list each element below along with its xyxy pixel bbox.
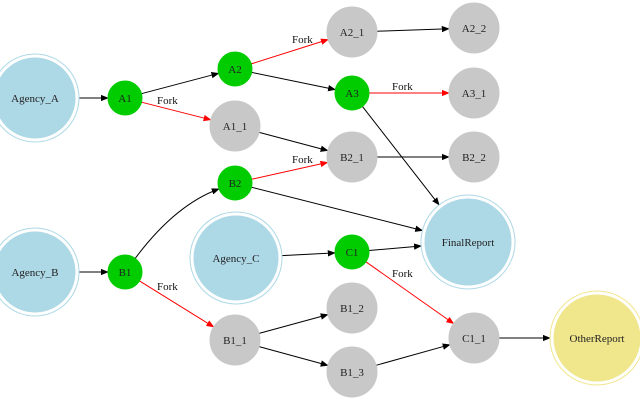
node-other-report[interactable]: OtherReport xyxy=(549,290,640,386)
node-circle xyxy=(217,165,253,201)
node-circle xyxy=(553,294,640,382)
node-circle xyxy=(209,100,261,152)
edge-label-b1-b1-1: Fork xyxy=(157,281,178,293)
node-circle xyxy=(448,312,500,364)
node-circle xyxy=(107,80,143,116)
node-b1-3[interactable]: B1_3 xyxy=(326,346,378,398)
node-a3-1[interactable]: A3_1 xyxy=(448,67,500,119)
node-a1-1[interactable]: A1_1 xyxy=(209,100,261,152)
edge-c1-to-final-report xyxy=(368,243,422,251)
node-ring xyxy=(0,53,80,143)
edge-b1-1-to-b1-3 xyxy=(258,346,329,367)
node-b1-2[interactable]: B1_2 xyxy=(326,282,378,334)
edge-label-a2-a2-1: Fork xyxy=(292,34,313,46)
node-label: OtherReport xyxy=(570,333,625,345)
edge-b1-1-to-b1-2 xyxy=(258,313,329,334)
node-label: B2 xyxy=(229,178,242,190)
node-circle xyxy=(334,75,370,111)
node-final-report[interactable]: FinalReport xyxy=(420,194,516,290)
node-c1-1[interactable]: C1_1 xyxy=(448,312,500,364)
node-agency-b[interactable]: Agency_B xyxy=(0,227,80,317)
node-label: A2_2 xyxy=(462,23,486,35)
node-circle xyxy=(334,234,370,270)
node-circle xyxy=(217,51,253,87)
edge-b2-to-final-report xyxy=(251,186,424,232)
node-circle xyxy=(209,314,261,366)
node-label: B1 xyxy=(119,267,132,279)
edge-a3-to-final-report xyxy=(362,106,440,206)
node-agency-c[interactable]: Agency_C xyxy=(189,211,283,305)
node-label: C1 xyxy=(346,247,359,259)
node-label: FinalReport xyxy=(442,237,495,249)
fork-edge-b1-to-b1-1 xyxy=(139,280,215,328)
node-circle xyxy=(448,2,500,54)
node-circle xyxy=(448,67,500,119)
edge-a2-1-to-a2-2 xyxy=(376,25,450,33)
node-agency-a[interactable]: Agency_A xyxy=(0,53,80,143)
node-ring xyxy=(549,290,640,386)
node-label: Agency_B xyxy=(11,267,58,279)
node-a2-1[interactable]: A2_1 xyxy=(326,6,378,58)
node-label: B2_1 xyxy=(340,152,364,164)
node-c1[interactable]: C1 xyxy=(334,234,370,270)
node-circle xyxy=(107,254,143,290)
node-ring xyxy=(0,227,80,317)
node-b1-1[interactable]: B1_1 xyxy=(209,314,261,366)
node-label: A2 xyxy=(228,64,241,76)
node-circle xyxy=(448,131,500,183)
node-label: A1 xyxy=(118,93,131,105)
node-circle xyxy=(193,215,279,301)
node-label: A2_1 xyxy=(340,27,364,39)
fork-edge-a2-to-a2-1 xyxy=(251,38,329,65)
node-label: Agency_C xyxy=(212,253,259,265)
fork-edge-c1-to-c1-1 xyxy=(365,261,455,325)
edge-label-a1-a1-1: Fork xyxy=(157,95,178,107)
node-b2-2[interactable]: B2_2 xyxy=(448,131,500,183)
node-label: A1_1 xyxy=(223,121,247,133)
edge-agency-c-to-c1 xyxy=(281,250,336,257)
node-b2[interactable]: B2 xyxy=(217,165,253,201)
edge-b1-to-b2 xyxy=(134,188,220,259)
node-circle xyxy=(0,231,76,313)
node-a2-2[interactable]: A2_2 xyxy=(448,2,500,54)
node-label: A3_1 xyxy=(462,88,486,100)
node-ring xyxy=(420,194,516,290)
node-circle xyxy=(326,131,378,183)
edge-label-b2-b2-1: Fork xyxy=(292,154,313,166)
node-label: B1_1 xyxy=(223,335,247,347)
node-a1[interactable]: A1 xyxy=(107,80,143,116)
edge-label-a3-a3-1: Fork xyxy=(392,81,413,93)
node-label: B1_2 xyxy=(340,303,364,315)
node-circle xyxy=(326,346,378,398)
node-label: C1_1 xyxy=(462,333,486,345)
node-circle xyxy=(326,6,378,58)
fork-edge-a1-to-a1-1 xyxy=(141,101,212,122)
node-label: B1_3 xyxy=(340,367,364,379)
node-circle xyxy=(326,282,378,334)
node-a2[interactable]: A2 xyxy=(217,51,253,87)
node-label: B2_2 xyxy=(462,152,486,164)
node-label: A3 xyxy=(345,88,359,100)
edge-a1-to-a2 xyxy=(141,72,220,95)
node-b1[interactable]: B1 xyxy=(107,254,143,290)
edge-a1-1-to-b2-1 xyxy=(259,131,329,152)
node-b2-1[interactable]: B2_1 xyxy=(326,131,378,183)
node-a3[interactable]: A3 xyxy=(334,75,370,111)
node-circle xyxy=(424,198,512,286)
edges-layer xyxy=(79,25,551,367)
edge-label-c1-c1-1: Fork xyxy=(392,268,413,280)
node-ring xyxy=(189,211,283,305)
edge-a2-to-a3 xyxy=(251,71,337,92)
fork-edge-b2-to-b2-1 xyxy=(251,160,329,180)
node-circle xyxy=(0,57,76,139)
edge-b1-3-to-c1-1 xyxy=(375,343,451,366)
node-label: Agency_A xyxy=(11,93,59,105)
